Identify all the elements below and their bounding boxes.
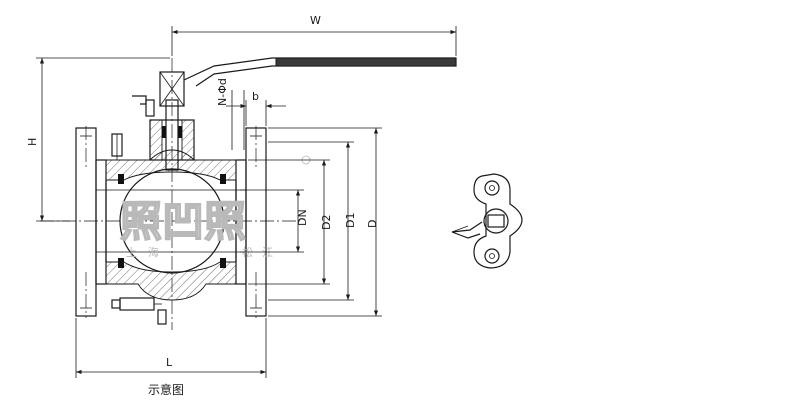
watermark-char-1: 上 xyxy=(126,246,137,259)
top-view-detail xyxy=(451,173,523,269)
dimension-w-label: W xyxy=(310,14,321,27)
watermark-char-2: 海 xyxy=(148,245,159,259)
dimension-d-label: D xyxy=(366,220,379,228)
valve-body xyxy=(96,149,246,301)
dimension-d2: D2 xyxy=(248,159,333,285)
dimension-l: L xyxy=(75,318,267,378)
dimension-bolt-holes-label: N-Φd xyxy=(216,78,229,106)
dimension-h: H xyxy=(26,57,170,222)
dimension-w: W xyxy=(171,14,457,56)
drawing-caption: 示意图 xyxy=(148,382,184,397)
dimension-h-label: H xyxy=(26,138,39,146)
handle-lever xyxy=(183,57,457,87)
dimension-b: b xyxy=(226,90,286,126)
left-flange xyxy=(75,126,107,318)
dimension-b-label: b xyxy=(252,90,259,103)
seat-rings xyxy=(118,174,226,268)
dimension-d: D xyxy=(268,127,382,317)
dimension-dn-label: DN xyxy=(296,209,309,226)
ball xyxy=(119,168,225,274)
dimension-l-label: L xyxy=(166,356,173,369)
dimension-d1-label: D1 xyxy=(344,213,357,228)
watermark-brand: 照凹照 xyxy=(120,197,246,246)
watermark-char-4: 江 xyxy=(262,246,273,259)
dimension-bolt-holes: N-Φd xyxy=(216,78,245,150)
dimension-d1: D1 xyxy=(268,141,357,301)
body-bolts xyxy=(111,133,167,325)
dimension-dn: DN xyxy=(240,189,309,253)
dimension-d2-label: D2 xyxy=(320,215,333,230)
right-flange xyxy=(235,126,267,318)
stem-assembly xyxy=(132,71,195,171)
